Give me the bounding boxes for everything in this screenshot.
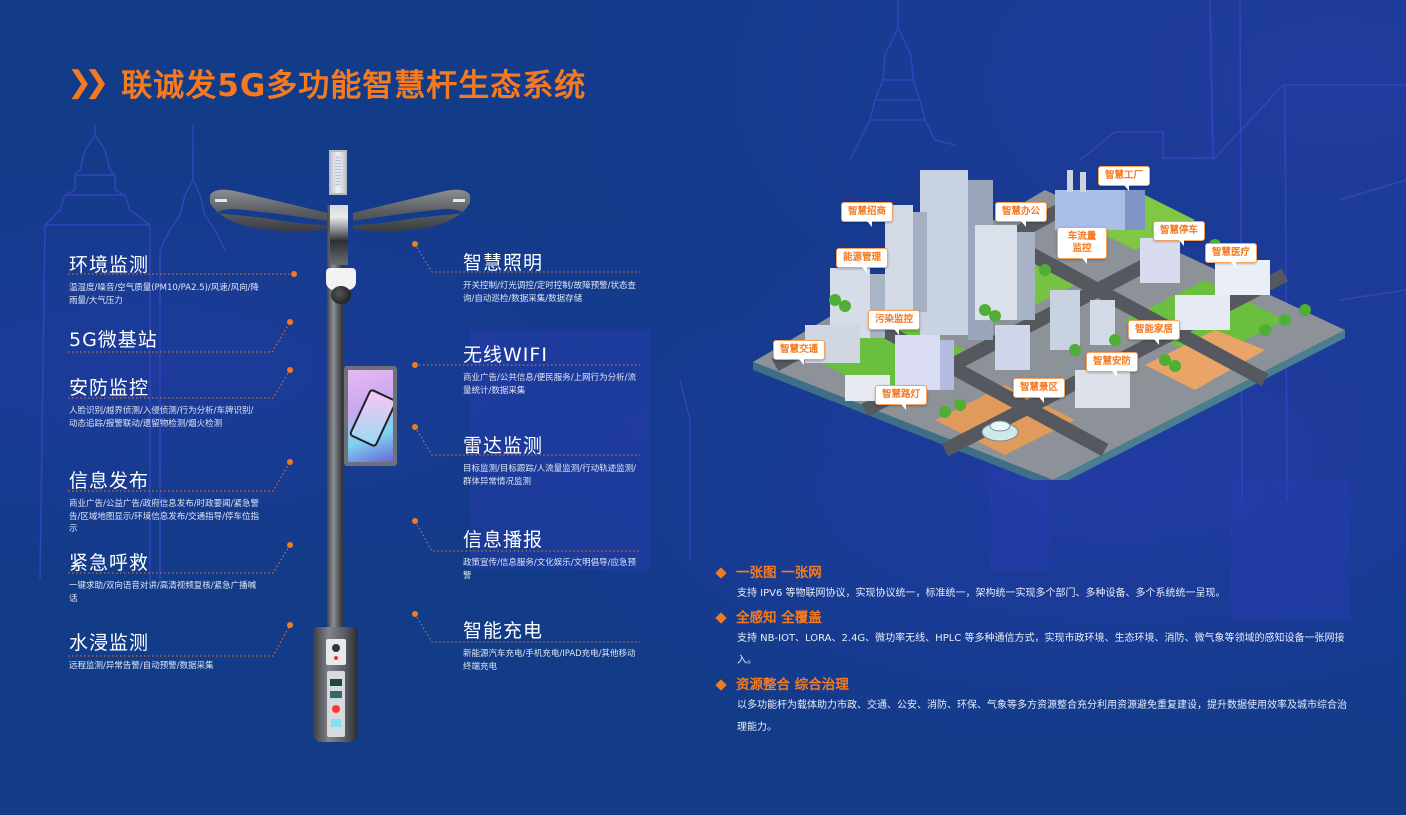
feature-desc: 开关控制/灯光调控/定时控制/故障预警/状态查询/自动巡检/数据采集/数据存储 xyxy=(463,281,636,304)
feature-name: 无线WIFI xyxy=(463,344,548,366)
page-title: ❯❯ 联诚发5G多功能智慧杆生态系统 xyxy=(67,60,586,105)
feature-name: 智能充电 xyxy=(463,620,544,642)
feature-flood-monitoring: 水浸监测 远程监测/异常告警/自动预警/数据采集 xyxy=(69,630,259,673)
feature-desc: 远程监测/异常告警/自动预警/数据采集 xyxy=(69,661,214,671)
city-label-energy-management: 能源管理 xyxy=(836,248,889,273)
pole-base-cabinet xyxy=(313,627,358,742)
feature-name: 智慧照明 xyxy=(463,252,544,274)
feature-radar-monitoring: 雷达监测 目标监测/目标跟踪/人流量监测/行动轨迹监测/群体异常情况监测 xyxy=(463,433,643,488)
led-display-screen xyxy=(344,366,397,466)
feature-name: 安防监控 xyxy=(69,377,150,399)
feature-desc: 温湿度/噪音/空气质量(PM10/PA2.5)/风速/风向/降雨量/大气压力 xyxy=(69,283,260,306)
info-heading-text: 全感知 全覆盖 xyxy=(736,610,822,626)
charging-panel xyxy=(327,671,345,737)
city-label-smart-investment: 智慧招商 xyxy=(841,202,894,227)
diamond-bullet-icon xyxy=(715,567,727,579)
feature-emergency-call: 紧急呼救 一键求助/双向语音对讲/高清视频复核/紧急广播喊话 xyxy=(69,550,259,605)
security-camera xyxy=(326,268,356,290)
feature-name: 5G微基站 xyxy=(69,329,158,351)
info-body: 支持 NB-IOT、LORA、2.4G、微功率无线、HPLC 等多种通信方式，实… xyxy=(737,633,1345,666)
feature-name: 紧急呼救 xyxy=(69,552,150,574)
feature-desc: 商业广告/公益广告/政府信息发布/时政要闻/紧急警告/区域地图显示/环境信息发布… xyxy=(69,499,259,534)
feature-5g-micro-base-station: 5G微基站 xyxy=(69,327,259,353)
display-content xyxy=(348,370,393,462)
city-label-smart-healthcare: 智慧医疗 xyxy=(1205,243,1258,268)
city-label-smart-home: 智能家居 xyxy=(1128,320,1181,345)
info-item-resource-integration: 资源整合 综合治理 以多功能杆为载体助力市政、交通、公安、消防、环保、气象等多方… xyxy=(715,675,1355,739)
feature-environment-monitoring: 环境监测 温湿度/噪音/空气质量(PM10/PA2.5)/风速/风向/降雨量/大… xyxy=(69,252,259,307)
diamond-bullet-icon xyxy=(715,612,727,624)
city-label-smart-factory: 智慧工厂 xyxy=(1098,166,1151,191)
feature-desc: 商业广告/公共信息/便民服务/上网行为分析/流量统计/数据采集 xyxy=(463,373,636,396)
info-heading-text: 一张图 一张网 xyxy=(736,565,822,581)
feature-wireless-wifi: 无线WIFI 商业广告/公共信息/便民服务/上网行为分析/流量统计/数据采集 xyxy=(463,342,643,397)
street-light-arms xyxy=(210,189,470,232)
info-item-unified-map: 一张图 一张网 支持 IPV6 等物联网协议，实现协议统一，标准统一，架构统一实… xyxy=(715,563,1355,605)
feature-information-release: 信息发布 商业广告/公益广告/政府信息发布/时政要闻/紧急警告/区域地图显示/环… xyxy=(69,468,259,536)
city-label-smart-scenic-area: 智慧景区 xyxy=(1013,378,1066,403)
info-section: 一张图 一张网 支持 IPV6 等物联网协议，实现协议统一，标准统一，架构统一实… xyxy=(715,563,1355,742)
info-heading-text: 资源整合 综合治理 xyxy=(736,677,849,693)
city-label-smart-security: 智慧安防 xyxy=(1086,352,1139,377)
city-label-smart-streetlight: 智慧路灯 xyxy=(875,385,928,410)
feature-desc: 新能源汽车充电/手机充电/IPAD充电/其他移动终端充电 xyxy=(463,649,636,672)
info-heading: 一张图 一张网 xyxy=(715,563,1355,583)
city-label-traffic-flow-monitoring: 车流量监控 xyxy=(1057,227,1107,264)
smart-city-illustration: 智慧工厂 智慧招商 智慧办公 车流量监控 智慧停车 能源管理 智慧医疗 污染监控… xyxy=(745,150,1350,480)
environment-sensor xyxy=(330,205,348,265)
feature-name: 信息播报 xyxy=(463,529,544,551)
feature-name: 信息发布 xyxy=(69,470,150,492)
info-heading: 资源整合 综合治理 xyxy=(715,675,1355,695)
feature-desc: 一键求助/双向语音对讲/高清视频复核/紧急广播喊话 xyxy=(69,581,257,604)
city-label-pollution-monitoring: 污染监控 xyxy=(868,310,921,335)
info-body: 支持 IPV6 等物联网协议，实现协议统一，标准统一，架构统一实现多个部门、多种… xyxy=(737,588,1226,599)
pole-top-light xyxy=(329,150,347,195)
info-heading: 全感知 全覆盖 xyxy=(715,608,1355,628)
feature-name: 雷达监测 xyxy=(463,435,544,457)
feature-name: 水浸监测 xyxy=(69,632,150,654)
city-map-graphic xyxy=(753,170,1345,480)
double-chevron-right-icon: ❯❯ xyxy=(67,64,109,100)
emergency-call-panel xyxy=(326,639,346,665)
feature-desc: 人脸识别/越界侦测/入侵侦测/行为分析/车牌识别/动态追踪/报警联动/遗留物检测… xyxy=(69,406,254,429)
feature-desc: 目标监测/目标跟踪/人流量监测/行动轨迹监测/群体异常情况监测 xyxy=(463,464,636,487)
feature-information-broadcast: 信息播报 政策宣传/信息服务/文化娱乐/文明倡导/应急预警 xyxy=(463,527,643,582)
city-label-smart-parking: 智慧停车 xyxy=(1153,221,1206,246)
feature-desc: 政策宣传/信息服务/文化娱乐/文明倡导/应急预警 xyxy=(463,558,636,581)
info-item-full-perception: 全感知 全覆盖 支持 NB-IOT、LORA、2.4G、微功率无线、HPLC 等… xyxy=(715,608,1355,672)
feature-smart-lighting: 智慧照明 开关控制/灯光调控/定时控制/故障预警/状态查询/自动巡检/数据采集/… xyxy=(463,250,643,305)
feature-smart-charging: 智能充电 新能源汽车充电/手机充电/IPAD充电/其他移动终端充电 xyxy=(463,618,643,673)
pole-shaft xyxy=(327,205,343,645)
feature-security-monitoring: 安防监控 人脸识别/越界侦测/入侵侦测/行为分析/车牌识别/动态追踪/报警联动/… xyxy=(69,375,259,430)
diamond-bullet-icon xyxy=(715,679,727,691)
feature-name: 环境监测 xyxy=(69,254,150,276)
city-label-smart-office: 智慧办公 xyxy=(995,202,1048,227)
info-body: 以多功能杆为载体助力市政、交通、公安、消防、环保、气象等多方资源整合充分利用资源… xyxy=(737,700,1347,733)
city-label-smart-traffic: 智慧交通 xyxy=(773,340,826,365)
dome-camera xyxy=(331,286,351,304)
page-title-text: 联诚发5G多功能智慧杆生态系统 xyxy=(121,68,587,104)
